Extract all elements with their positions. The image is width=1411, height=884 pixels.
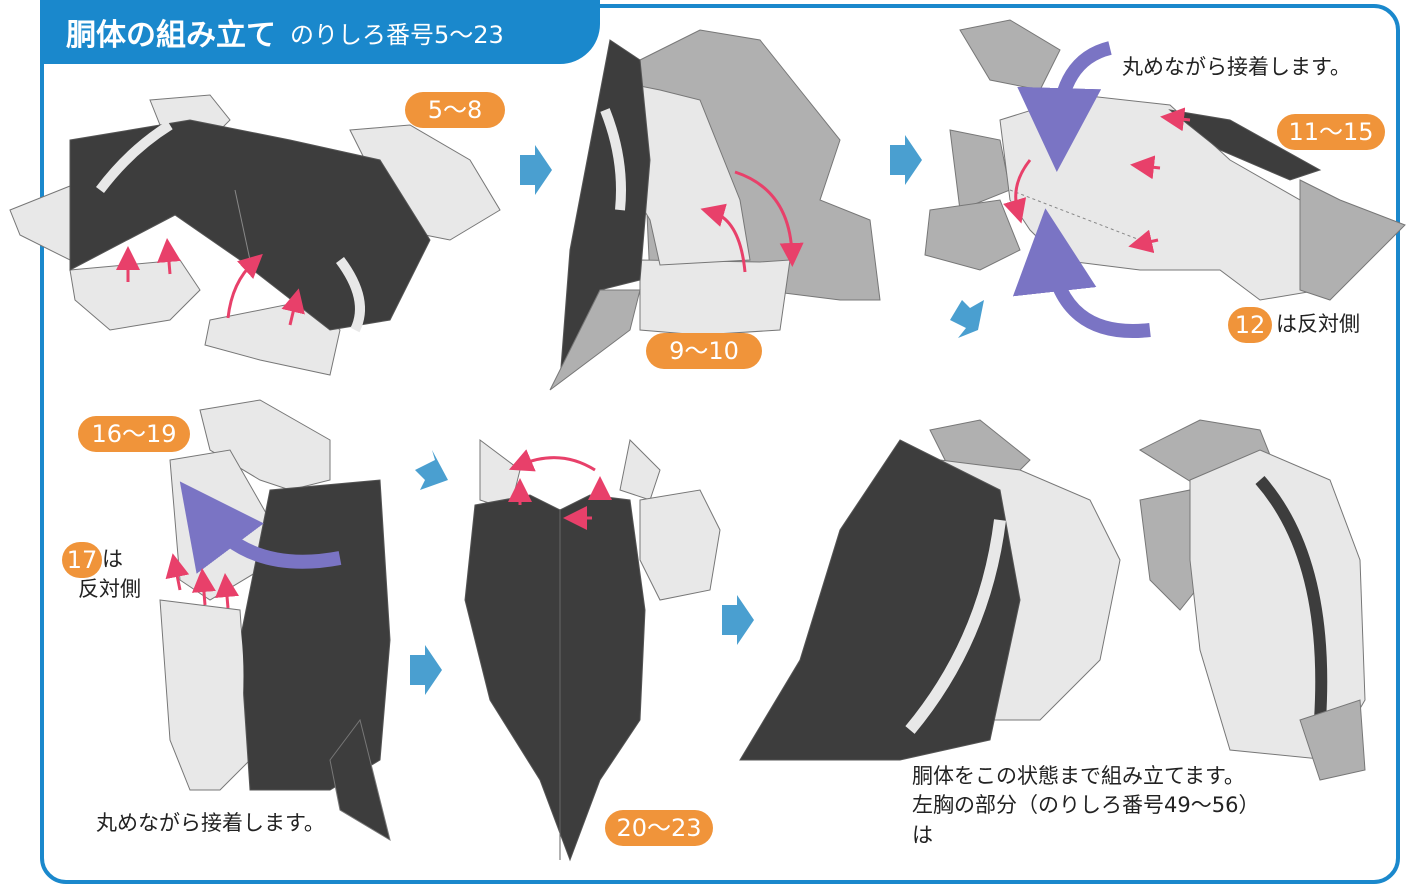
note-opposite-17-a: は [102, 547, 123, 571]
step4-parts [159, 399, 391, 842]
glue-arrow-icon [226, 253, 263, 319]
page-subtitle: のりしろ番号5〜23 [290, 20, 504, 49]
glue-arrow-icon [700, 203, 747, 273]
step-arrow-icon [410, 645, 442, 695]
note-opposite-12: は反対側 [1276, 312, 1360, 336]
glue-arrow-icon [1130, 155, 1161, 180]
glue-arrow-icon [508, 449, 596, 472]
glue-arrow-icon [734, 170, 804, 267]
note-assemble-3: は [912, 823, 933, 847]
page-title: 胴体の組み立て [66, 18, 276, 53]
badge-17: 17 [62, 542, 102, 578]
step2-parts [549, 29, 881, 391]
badge-11-15: 11〜15 [1277, 114, 1385, 150]
note-assemble-1: 胴体をこの状態まで組み立てます。 [912, 764, 1245, 788]
step-arrow-icon [722, 595, 754, 645]
step-arrow-icon [415, 450, 448, 490]
note-assemble-2: 左胸の部分（のりしろ番号49〜56） [912, 793, 1260, 817]
glue-arrow-icon [215, 573, 239, 609]
badge-20-23: 20〜23 [605, 810, 713, 846]
glue-arrow-icon [157, 238, 181, 275]
glue-arrow-icon [191, 568, 216, 606]
note-round-glue-top: 丸めながら接着します。 [1122, 55, 1351, 79]
step-arrows [410, 135, 984, 695]
glue-arrow-icon [165, 553, 190, 591]
fold-arrow-icon [1012, 208, 1151, 338]
step6-parts [739, 419, 1366, 781]
badge-12: 12 [1228, 307, 1272, 343]
step3-arrows [1003, 41, 1191, 338]
step1-parts [9, 94, 501, 376]
note-opposite-17-b: 反対側 [78, 577, 141, 601]
step-arrow-icon [520, 145, 552, 195]
step-arrow-icon [950, 300, 984, 338]
badge-5-8: 5〜8 [405, 92, 505, 128]
glue-arrow-icon [1160, 107, 1191, 132]
badge-16-19: 16〜19 [78, 416, 190, 452]
step5-glue-arrows [508, 449, 612, 530]
step4-arrows [165, 481, 342, 609]
badge-9-10: 9〜10 [646, 333, 762, 369]
step2-glue-arrows [700, 170, 804, 273]
glue-arrow-icon [1003, 159, 1032, 224]
fold-arrow-icon [1017, 41, 1112, 172]
step-arrow-icon [890, 135, 922, 185]
glue-arrow-icon [1128, 229, 1159, 254]
step5-parts [464, 438, 721, 862]
step1-glue-arrows [116, 238, 305, 326]
title-tab: 胴体の組み立て のりしろ番号5〜23 [40, 0, 600, 64]
fold-arrow-icon [179, 481, 342, 574]
glue-arrow-icon [281, 288, 305, 326]
note-round-glue-bottom: 丸めながら接着します。 [96, 811, 325, 835]
